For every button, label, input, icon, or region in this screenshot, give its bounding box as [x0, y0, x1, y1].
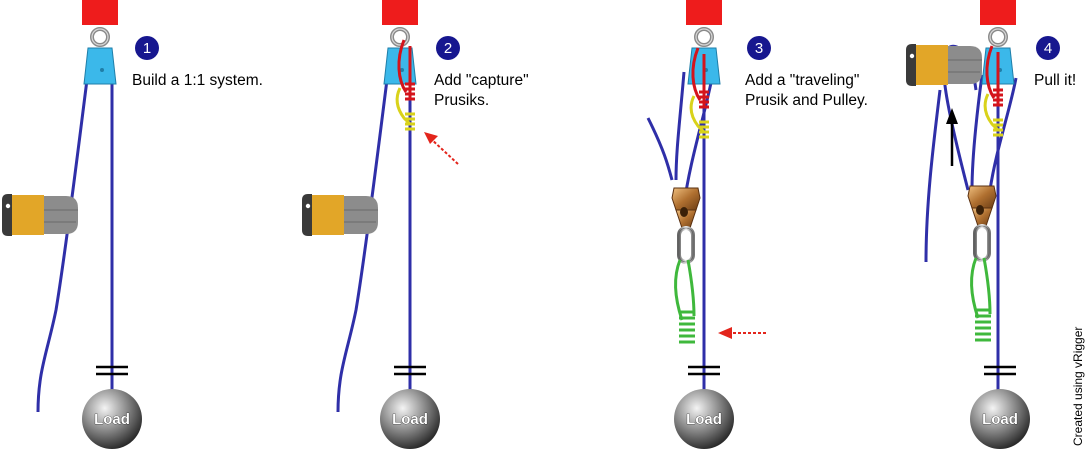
- load-icon: [968, 365, 1032, 450]
- rope: [970, 74, 984, 191]
- step-number-4: 4: [1044, 40, 1052, 57]
- traveling-prusik-pulley-icon: [670, 186, 702, 344]
- rope: [336, 71, 390, 413]
- step-badge-1: [135, 36, 159, 60]
- rope: [36, 71, 90, 413]
- anchor-icon: [80, 0, 120, 47]
- load-label: Load: [982, 411, 1018, 428]
- black-arrow-head: [946, 108, 958, 124]
- load-label: Load: [94, 411, 130, 428]
- step-caption-3-line-1: Add a "traveling": [745, 72, 859, 89]
- credit-text: Created using vRigger: [1071, 327, 1085, 446]
- step-number-3: 3: [755, 40, 763, 57]
- rope: [674, 71, 686, 181]
- load-label: Load: [392, 411, 428, 428]
- step-number-1: 1: [143, 40, 151, 57]
- red-arrow-icon: [429, 137, 459, 165]
- panel-4: Load 4 Pull it!: [905, 0, 1076, 450]
- step-badge-3: [747, 36, 771, 60]
- traveling-prusik-pulley-icon: [966, 184, 998, 342]
- step-caption-3-line-2: Prusik and Pulley.: [745, 92, 868, 109]
- step-badge-4: [1036, 36, 1060, 60]
- panel-2: Load 2 Add "capture" Prusiks.: [301, 0, 529, 450]
- anchor-icon: [380, 0, 420, 47]
- step-caption-1-line-1: Build a 1:1 system.: [132, 72, 263, 89]
- glove-icon: [905, 43, 983, 87]
- anchor-icon: [978, 0, 1018, 47]
- red-arrow-head: [718, 327, 732, 339]
- step-badge-2: [436, 36, 460, 60]
- step-caption-2-line-2: Prusiks.: [434, 92, 489, 109]
- load-label: Load: [686, 411, 722, 428]
- pulley-icon: [83, 47, 117, 85]
- red-arrow-head: [424, 132, 438, 144]
- step-caption-4-line-1: Pull it!: [1034, 72, 1076, 89]
- glove-icon: [1, 193, 79, 237]
- rope-tail: [646, 117, 674, 181]
- anchor-icon: [684, 0, 724, 47]
- rope-tail: [924, 89, 942, 263]
- panel-3: Load 3 Add a "traveling" Prusik and Pull…: [646, 0, 868, 450]
- step-caption-2-line-1: Add "capture": [434, 72, 529, 89]
- step-number-2: 2: [444, 40, 452, 57]
- panel-1: Load 1 Build a 1:1 system.: [1, 0, 263, 450]
- glove-icon: [301, 193, 379, 237]
